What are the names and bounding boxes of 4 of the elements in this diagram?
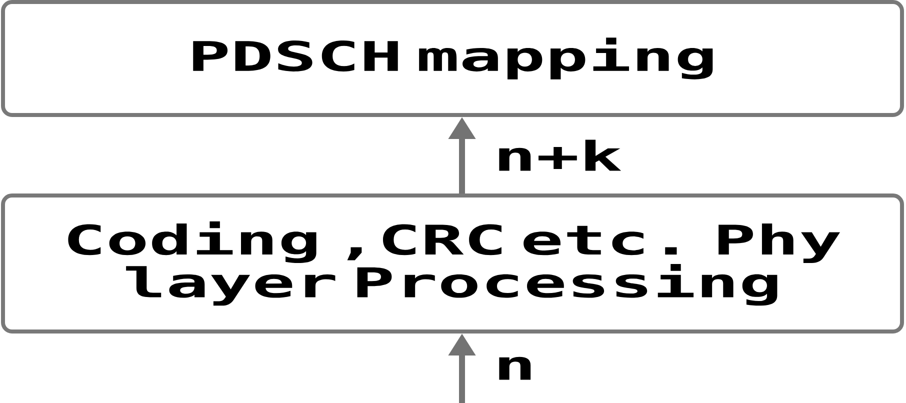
process-box: Coding ,CRC etc. Phy layer Processing [1, 194, 904, 334]
edge-label: n [499, 356, 531, 380]
process-box: PDSCH mapping [1, 0, 904, 117]
edge-label: n+k [499, 140, 622, 171]
